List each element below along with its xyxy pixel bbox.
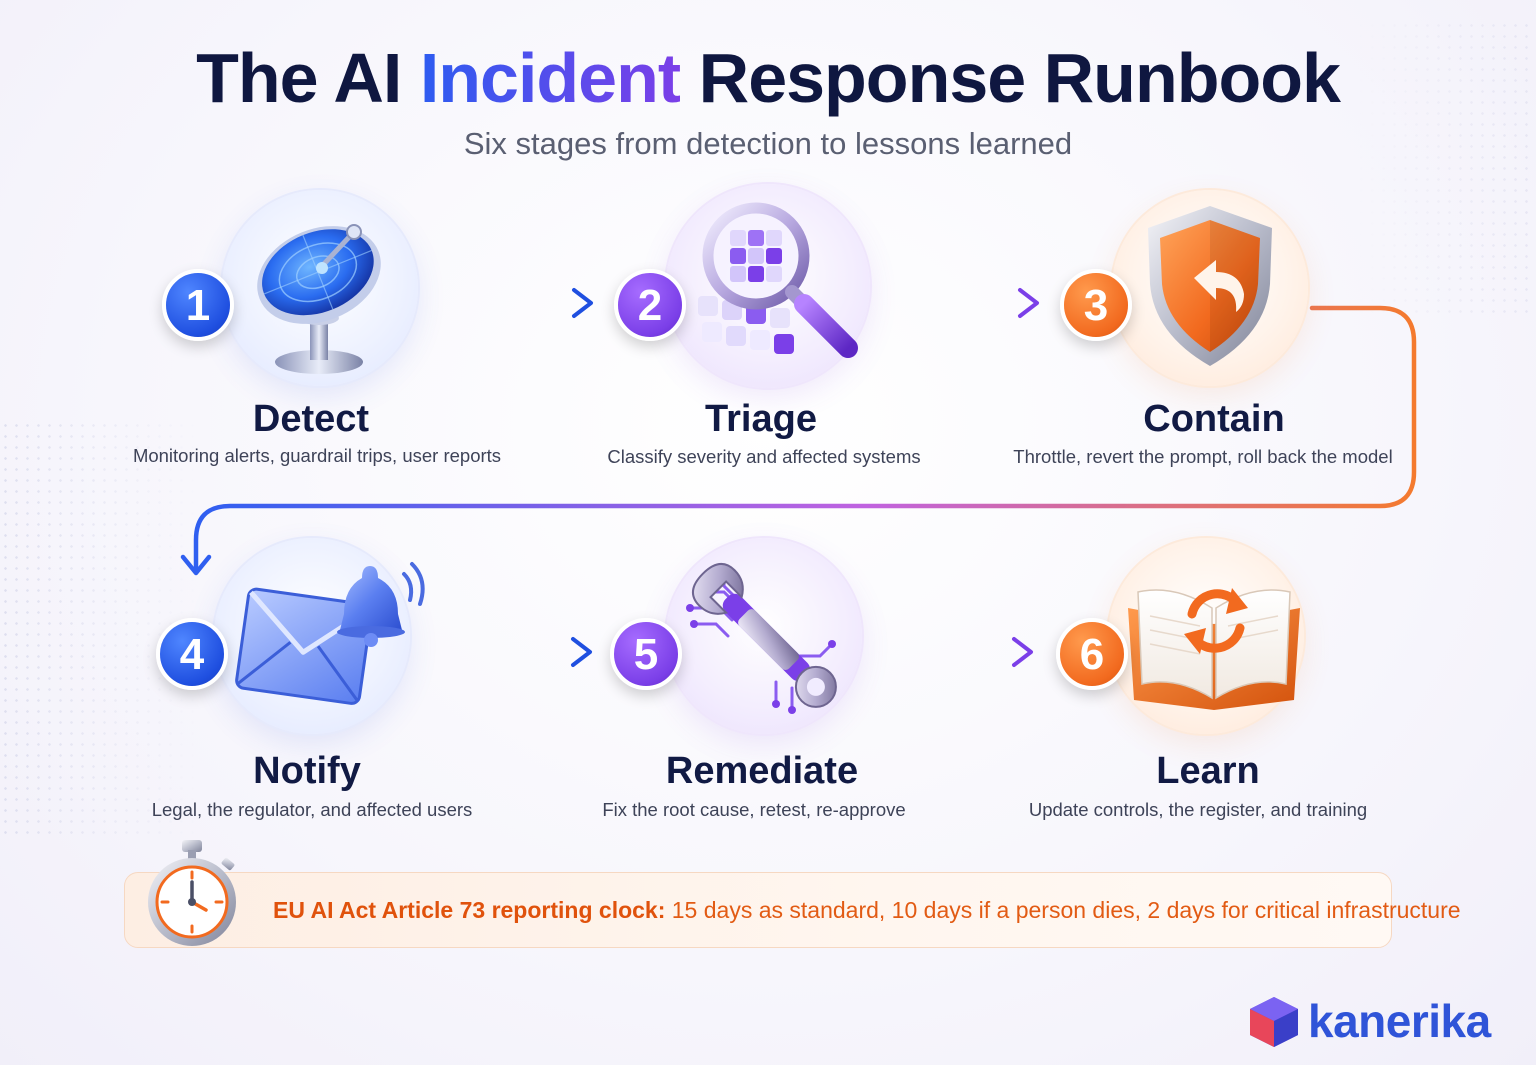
arrow-5-to-6 xyxy=(864,637,1033,667)
wrench-circuit-icon xyxy=(686,563,837,714)
reporting-clock-lead: EU AI Act Article 73 reporting clock: xyxy=(273,897,666,923)
stage-description: Throttle, revert the prompt, roll back t… xyxy=(1013,446,1393,467)
dot-pattern-right xyxy=(1356,20,1536,320)
stage-number-badge: 2 xyxy=(614,269,686,341)
stage-name: Contain xyxy=(1143,398,1285,440)
satellite-dish-icon xyxy=(257,224,381,374)
title-part-2: Response Runbook xyxy=(680,39,1341,117)
stage-description: Monitoring alerts, guardrail trips, user… xyxy=(132,445,502,466)
cube-logo-icon xyxy=(1250,997,1298,1047)
page-title: The AI Incident Response Runbook xyxy=(0,38,1536,118)
stage-description: Classify severity and affected systems xyxy=(607,446,921,467)
book-refresh-icon xyxy=(1128,588,1300,710)
brand-name: kanerika xyxy=(1308,995,1491,1047)
stage-number-badge: 6 xyxy=(1056,618,1128,690)
magnifier-grid-icon xyxy=(698,202,858,358)
shield-undo-icon xyxy=(1148,206,1272,366)
stage-description: Legal, the regulator, and affected users xyxy=(151,799,473,820)
stage-number-badge: 1 xyxy=(162,269,234,341)
arrow-4-to-5 xyxy=(414,637,592,667)
stopwatch-icon xyxy=(148,840,236,946)
arrow-3-to-4 xyxy=(180,305,1417,576)
arrow-1-to-2 xyxy=(418,288,593,318)
reporting-clock-detail: 15 days as standard, 10 days if a person… xyxy=(665,897,1461,923)
stage-description: Update controls, the register, and train… xyxy=(1028,799,1368,820)
stage-name: Remediate xyxy=(665,750,859,792)
stage-number-badge: 3 xyxy=(1060,269,1132,341)
stage-number-badge: 5 xyxy=(610,618,682,690)
page-subtitle: Six stages from detection to lessons lea… xyxy=(463,126,1073,161)
stage-name: Detect xyxy=(252,398,370,440)
stage-name: Learn xyxy=(1156,750,1260,792)
reporting-clock-text: EU AI Act Article 73 reporting clock: 15… xyxy=(273,897,1461,924)
stage-number-badge: 4 xyxy=(156,618,228,690)
title-accent: Incident xyxy=(419,39,681,117)
title-part-1: The AI xyxy=(196,39,420,117)
stage-name: Notify xyxy=(253,750,361,792)
arrow-2-to-3 xyxy=(868,288,1039,318)
envelope-bell-icon xyxy=(235,562,425,705)
stage-description: Fix the root cause, retest, re-approve xyxy=(602,799,906,820)
stage-name: Triage xyxy=(705,398,817,440)
reporting-clock-banner: EU AI Act Article 73 reporting clock: 15… xyxy=(124,872,1461,948)
